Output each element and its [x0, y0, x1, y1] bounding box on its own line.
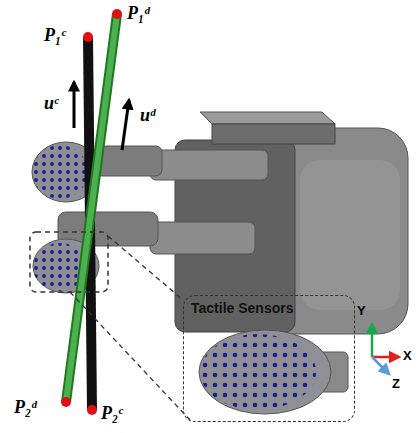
math-label: uᵈ: [140, 106, 155, 126]
math-label: uᶜ: [44, 94, 59, 114]
axis-label: X: [403, 349, 412, 363]
leader-line: [108, 236, 183, 300]
callout-box: [30, 232, 108, 292]
leader-line: [70, 292, 190, 420]
lower-finger: [33, 212, 255, 293]
axes: [372, 324, 399, 374]
direction-arrow: [122, 100, 129, 150]
math-label: P₂ᵈ: [14, 398, 37, 418]
axis-label: Y: [357, 304, 366, 318]
panel-title: Tactile Sensors: [184, 296, 300, 320]
direction-arrow: [73, 82, 76, 128]
math-label: P₁ᶜ: [44, 26, 66, 46]
rods: [61, 9, 122, 415]
axis-label: Z: [392, 377, 400, 391]
callout-panel: Tactile Sensors: [183, 295, 355, 422]
math-label: P₂ᶜ: [101, 404, 123, 424]
fingertip-zoom: [199, 330, 348, 414]
upper-finger: [32, 142, 268, 202]
math-label: P₁ᵈ: [127, 4, 150, 24]
